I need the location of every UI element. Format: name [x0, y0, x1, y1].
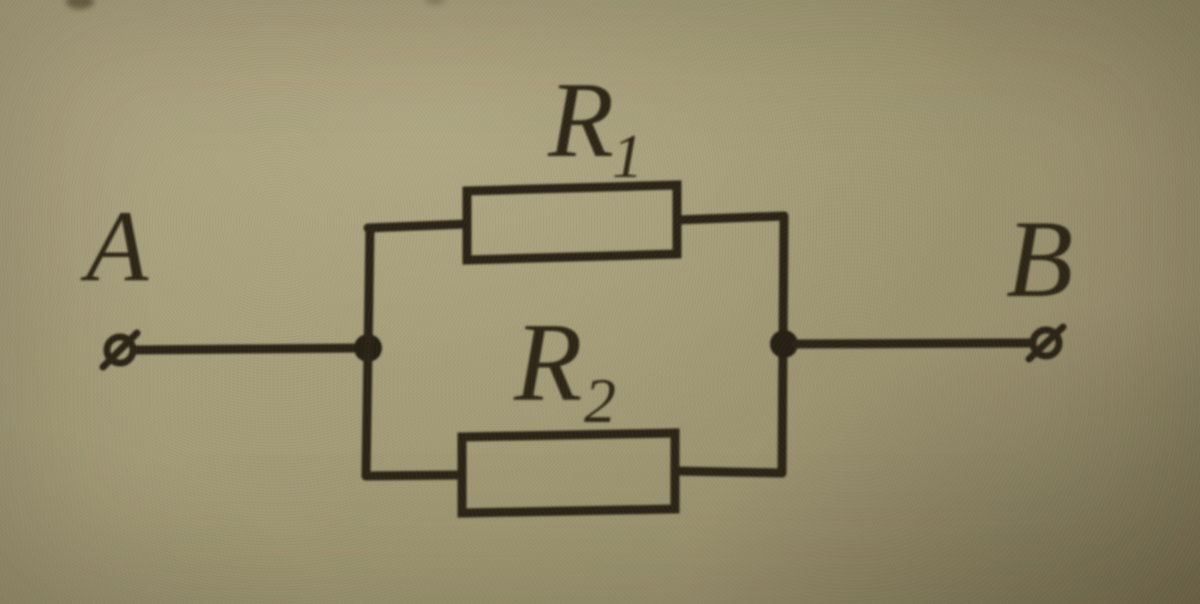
resistor-r1-label: R 1	[547, 61, 643, 191]
resistor-r1-box	[462, 180, 682, 265]
terminal-b-slash	[1025, 323, 1067, 363]
wire-branch-bottom-right	[670, 466, 787, 478]
resistor-r1-subscript: 1	[612, 123, 643, 191]
junction-node-right	[770, 330, 798, 358]
wire-left-vertical	[361, 223, 375, 481]
resistor-r2-symbol: R	[513, 301, 582, 425]
ink-smudge-faint	[425, 0, 445, 5]
resistor-r1-symbol: R	[547, 61, 614, 180]
wire-branch-bottom-left	[361, 470, 467, 481]
wire-terminal-a	[129, 343, 367, 355]
resistor-r2-subscript: 2	[584, 365, 616, 436]
wire-branch-top-right	[672, 211, 789, 225]
terminal-b-icon	[1025, 323, 1067, 363]
terminal-a-label: A	[80, 190, 149, 303]
resistor-r2-box	[457, 428, 680, 518]
wire-branch-top-left	[363, 219, 472, 233]
wire-terminal-b	[791, 338, 1035, 349]
terminal-b-label: B	[1006, 198, 1073, 320]
resistor-r2-label: R 2	[513, 301, 616, 436]
terminal-a-slash	[99, 329, 141, 371]
ink-smudge	[66, 0, 94, 9]
terminal-b-circle	[1029, 326, 1063, 360]
